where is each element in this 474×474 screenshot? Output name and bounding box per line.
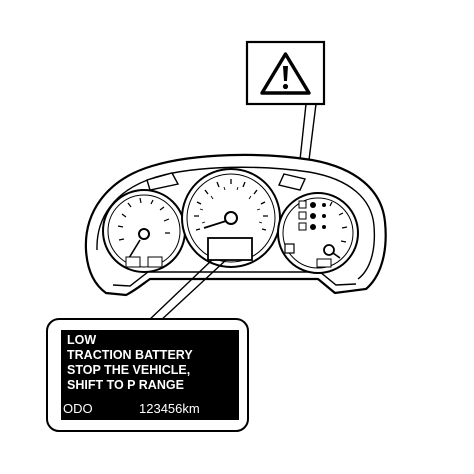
message-display-screen [61,330,239,420]
odo-label: ODO [63,401,93,416]
right-gauge [277,192,359,274]
left-gauge [102,189,186,273]
multi-info-display [207,237,253,261]
message-callout: LOW TRACTION BATTERY STOP THE VEHICLE, S… [46,318,249,432]
warning-telltale [284,243,295,254]
message-line-4: SHIFT TO P RANGE [67,378,184,392]
warning-callout [245,40,326,106]
cluster-inner-bezel [96,166,376,280]
center-speedometer [181,168,281,268]
message-line-2: TRACTION BATTERY [67,348,193,362]
odo-value: 123456km [139,401,200,416]
message-line-1: LOW [67,333,96,347]
instrument-cluster [84,153,387,297]
display-leader-line [146,259,227,323]
warning-triangle-icon [260,52,311,95]
message-line-3: STOP THE VEHICLE, [67,363,190,377]
